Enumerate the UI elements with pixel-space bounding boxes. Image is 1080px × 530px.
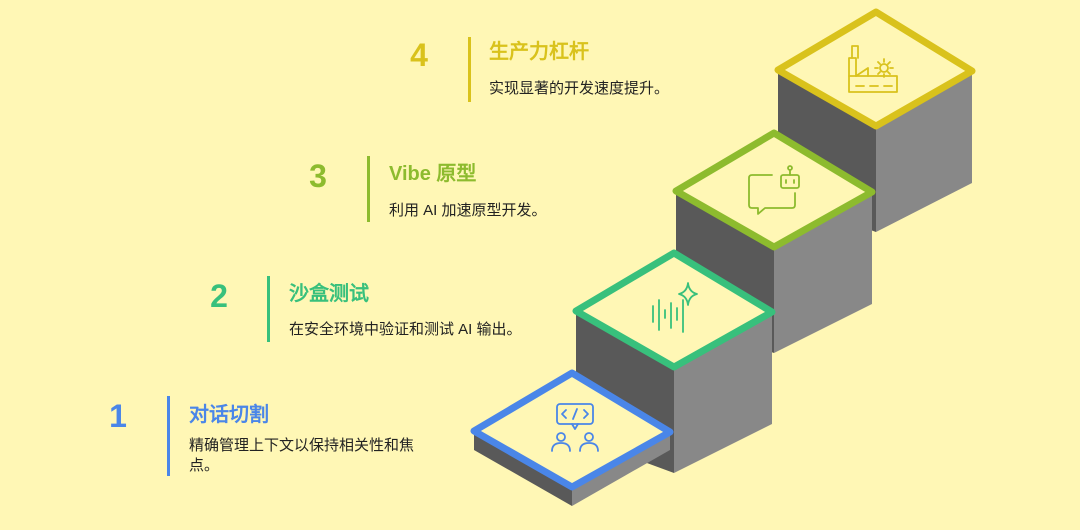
step-1-top: [470, 369, 674, 491]
robot-chat-icon: [748, 165, 800, 215]
sound-sparkle-icon: [652, 282, 698, 333]
code-chat-people-icon: [551, 403, 599, 452]
step-4-number: 4: [410, 37, 428, 73]
step-4-divider: [468, 37, 471, 102]
step-2-wall-side: [674, 312, 772, 473]
step-2-title: 沙盒测试: [289, 283, 369, 305]
step-4-wall-side: [876, 71, 972, 232]
factory-gear-icon: [848, 45, 898, 93]
stair-tops: [470, 8, 976, 491]
step-2-description: 在安全环境中验证和测试 AI 输出。: [289, 321, 522, 338]
step-2-number: 2: [210, 278, 228, 314]
step-2-top: [572, 249, 776, 371]
step-4-title: 生产力杠杆: [489, 41, 589, 63]
step-1-number: 1: [109, 398, 127, 434]
step-1-description: 精确管理上下文以保持相关性和焦点。: [189, 437, 415, 474]
step-1-wall-front: [474, 431, 572, 506]
step-4-description: 实现显著的开发速度提升。: [489, 80, 670, 97]
step-3-wall-side: [774, 192, 872, 353]
step-3-description: 利用 AI 加速原型开发。: [389, 202, 547, 219]
step-2-divider: [267, 276, 270, 342]
step-4-top: [774, 8, 976, 130]
step-3-number: 3: [309, 158, 327, 194]
step-3-title: Vibe 原型: [389, 163, 477, 185]
step-1-title: 对话切割: [189, 404, 269, 426]
step-1-divider: [167, 396, 170, 476]
step-3-top: [672, 129, 876, 251]
step-3-divider: [367, 156, 370, 222]
step-1-wall-side: [572, 432, 670, 506]
